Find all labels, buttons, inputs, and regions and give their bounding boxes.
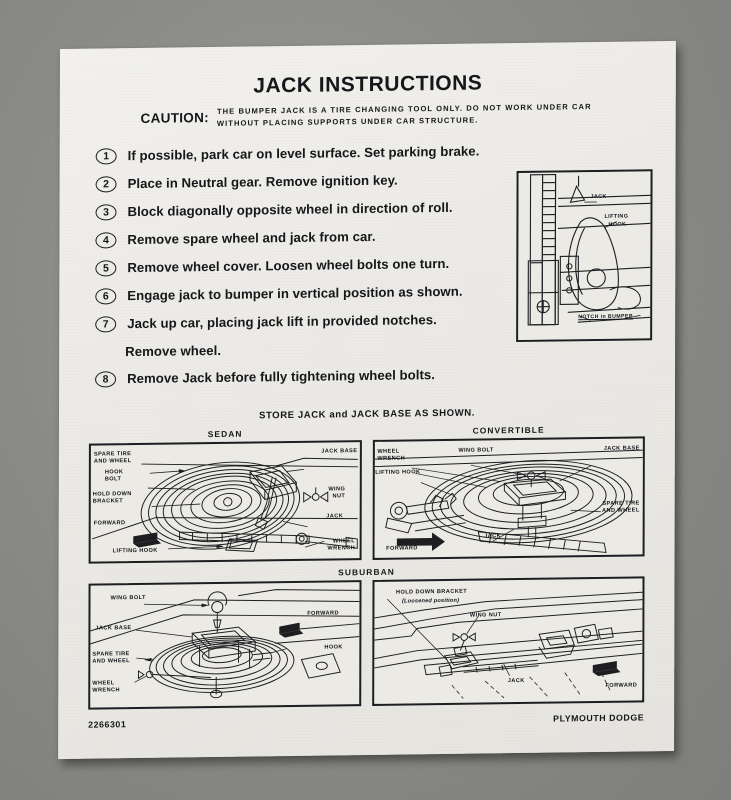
label-lifting-hook: LIFTING HOOK [112, 547, 158, 554]
convertible-illustration [374, 449, 643, 554]
label-wing-bolt: WING BOLT [110, 594, 146, 601]
jack-instructions-card: JACK INSTRUCTIONS CAUTION: THE BUMPER JA… [58, 40, 676, 760]
label-wheel-wrench-line2: WRENCH [327, 544, 356, 552]
label-spare-tire-line2: AND WHEEL [93, 457, 132, 465]
diagram-sedan: SPARE TIRE AND WHEEL HOOK BOLT HOLD DOWN… [88, 439, 362, 564]
caution-label: CAUTION: [140, 110, 209, 126]
step-number: 7 [95, 315, 117, 333]
step-number: 3 [95, 203, 117, 221]
step-continuation: Remove wheel. [125, 337, 645, 368]
page-title: JACK INSTRUCTIONS [253, 71, 483, 98]
label-hook: HOOK [324, 643, 343, 651]
label-forward: FORWARD [386, 544, 418, 552]
panel-heading-sedan: SEDAN [207, 428, 243, 439]
panel-heading-convertible: CONVERTIBLE [472, 424, 545, 436]
label-hold-down-bracket: HOLD DOWN BRACKET [395, 588, 468, 596]
label-hold-down-bracket-note: (Loosened position) [401, 597, 460, 605]
label-lifting-hook-line1: LIFTING [604, 213, 629, 220]
step-item: 1 If possible, park car on level surface… [95, 141, 646, 173]
step-number: 4 [95, 231, 117, 249]
step-text: Block diagonally opposite wheel in direc… [127, 199, 453, 219]
label-forward: FORWARD [605, 682, 638, 689]
step-continuation-text: Remove wheel. [125, 342, 222, 359]
diagram-suburban-left: WING BOLT JACK BASE SPARE TIRE AND WHEEL… [88, 579, 362, 710]
step-number: 1 [95, 147, 117, 165]
diagram-suburban-right: HOLD DOWN BRACKET (Loosened position) WI… [371, 575, 645, 706]
suburban-left-illustration [90, 586, 360, 703]
suburban-right-illustration [373, 582, 643, 700]
label-spare-tire-line2: AND WHEEL [602, 507, 640, 514]
part-number: 2266301 [88, 718, 127, 730]
label-jack-base: JACK BASE [603, 445, 640, 452]
label-jack: JACK [326, 512, 344, 520]
diagram-convertible: WHEEL WRENCH LIFTING HOOK WING BOLT JACK… [372, 435, 645, 560]
card-footer: 2266301 PLYMOUTH DODGE [88, 712, 644, 729]
label-forward: FORWARD [93, 519, 126, 527]
label-hook-bolt-line2: BOLT [104, 475, 122, 483]
label-wing-nut: WING NUT [469, 611, 502, 619]
diagram-jack-on-bumper: JACK LIFTING HOOK NOTCH in BUMPER [516, 169, 653, 343]
step-text: Remove spare wheel and jack from car. [127, 228, 376, 247]
step-number: 6 [95, 287, 117, 305]
brand-name: PLYMOUTH DODGE [553, 711, 645, 724]
step-item: 8 Remove Jack before fully tightening wh… [95, 364, 645, 396]
step-number: 2 [95, 175, 117, 193]
caution-text: THE BUMPER JACK IS A TIRE CHANGING TOOL … [216, 102, 592, 129]
label-jack-base: JACK BASE [321, 447, 358, 455]
label-wing-nut-line2: NUT [332, 492, 346, 500]
step-text: Remove Jack before fully tightening whee… [127, 366, 436, 386]
step-text: Jack up car, placing jack lift in provid… [127, 311, 437, 331]
sedan-illustration [92, 457, 358, 556]
step-text: Place in Neutral gear. Remove ignition k… [127, 172, 398, 191]
label-spare-tire-line2: AND WHEEL [92, 657, 131, 665]
step-number: 8 [95, 370, 117, 388]
caution-block: CAUTION: THE BUMPER JACK IS A TIRE CHANG… [90, 100, 646, 132]
label-jack: JACK [507, 677, 525, 684]
label-hold-down-bracket-line2: BRACKET [92, 497, 124, 505]
storage-panels-row-2: WING BOLT JACK BASE SPARE TIRE AND WHEEL… [88, 575, 645, 710]
label-lifting-hook-line2: HOOK [608, 221, 627, 228]
step-text: Engage jack to bumper in vertical positi… [127, 283, 463, 303]
label-wing-bolt: WING BOLT [458, 446, 494, 454]
step-text: Remove wheel cover. Loosen wheel bolts o… [127, 255, 450, 275]
label-jack: JACK [484, 532, 502, 540]
label-notch-in-bumper: NOTCH in BUMPER [578, 313, 633, 321]
label-forward: FORWARD [307, 609, 339, 617]
storage-panels-row-1: SEDAN [88, 423, 645, 564]
label-wheel-wrench-line2: WRENCH [92, 686, 120, 694]
label-wheel-wrench-line2: WRENCH [377, 455, 406, 462]
label-lifting-hook: LIFTING HOOK [375, 468, 421, 476]
bumper-jack-illustration [518, 171, 651, 341]
label-jack-base: JACK BASE [95, 624, 132, 632]
label-jack: JACK [590, 193, 607, 201]
store-jack-heading: STORE JACK and JACK BASE AS SHOWN. [258, 407, 475, 422]
step-number: 5 [95, 259, 117, 277]
step-text: If possible, park car on level surface. … [127, 143, 480, 163]
